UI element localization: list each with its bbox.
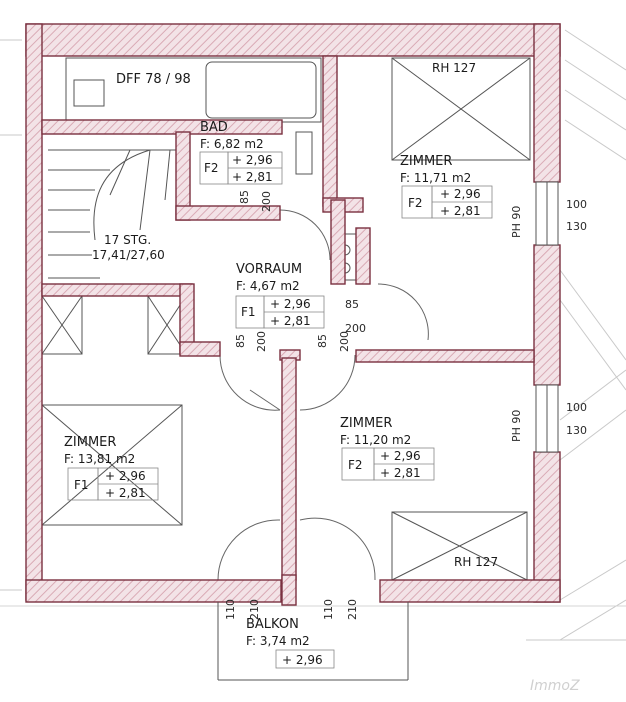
room-vorraum: VORRAUM F: 4,67 m2 F1 + 2,96 + 2,81 xyxy=(235,262,325,329)
bad-name: BAD xyxy=(200,120,228,135)
dim-balkon-b2: 210 xyxy=(346,599,359,620)
door-swings xyxy=(217,209,429,581)
vorraum-area: F: 4,67 m2 xyxy=(236,279,300,293)
dim-window-se-h: 130 xyxy=(566,424,587,437)
balkon-height-1: + 2,96 xyxy=(282,653,323,667)
room-zimmer-se: ZIMMER F: 11,20 m2 F2 + 2,96 + 2,81 RH 1… xyxy=(340,416,498,569)
walls xyxy=(25,23,561,606)
zimmer-ne-name: ZIMMER xyxy=(400,154,452,169)
staircase-label: 17 STG. 17,41/27,60 xyxy=(92,233,165,262)
wall-right-mid xyxy=(533,244,561,386)
wall-utility xyxy=(355,227,371,285)
stairs-line2: 17,41/27,60 xyxy=(92,248,165,262)
wall-mid-left xyxy=(41,283,193,297)
dim-vor-mid-h: 200 xyxy=(338,331,351,352)
dim-bad-door-h: 200 xyxy=(260,191,273,212)
zimmer-sw-window-type: F1 xyxy=(74,478,89,492)
vorraum-height-2: + 2,81 xyxy=(270,314,311,328)
zimmer-sw-area: F: 13,81 m2 xyxy=(64,452,135,466)
zimmer-ne-area: F: 11,71 m2 xyxy=(400,171,471,185)
dim-window-se-ph: PH 90 xyxy=(510,410,523,442)
wall-bottom-right xyxy=(379,579,561,603)
bad-height-1: + 2,96 xyxy=(232,153,273,167)
watermark: ImmoZ xyxy=(530,678,580,694)
room-zimmer-ne: RH 127 ZIMMER F: 11,71 m2 F2 + 2,96 + 2,… xyxy=(400,61,493,219)
wall-bath-right xyxy=(322,55,338,207)
vorraum-name: VORRAUM xyxy=(236,262,302,277)
zimmer-sw-height-1: + 2,96 xyxy=(105,469,146,483)
zimmer-sw-name: ZIMMER xyxy=(64,435,116,450)
zimmer-se-area: F: 11,20 m2 xyxy=(340,433,411,447)
stairs-line1: 17 STG. xyxy=(104,233,151,247)
windows xyxy=(535,181,559,453)
zimmer-sw-height-2: + 2,81 xyxy=(105,486,146,500)
toilet xyxy=(295,131,313,175)
bad-area: F: 6,82 m2 xyxy=(200,137,264,151)
zimmer-ne-rh: RH 127 xyxy=(432,61,476,75)
bad-window-type: F2 xyxy=(204,161,219,175)
dim-balkon-a2: 210 xyxy=(248,599,261,620)
balkon-area: F: 3,74 m2 xyxy=(246,634,310,648)
zimmer-ne-height-2: + 2,81 xyxy=(440,204,481,218)
dim-vor-mid-w: 85 xyxy=(316,334,329,348)
dim-bad-door-w: 85 xyxy=(238,190,251,204)
wall-mid-left-3 xyxy=(179,341,221,357)
zimmer-se-rh: RH 127 xyxy=(454,555,498,569)
zimmer-ne-height-1: + 2,96 xyxy=(440,187,481,201)
dim-balkon-a1: 110 xyxy=(224,599,237,620)
wall-bottom-left xyxy=(25,579,282,603)
dff-label: DFF 78 / 98 xyxy=(116,72,191,87)
wall-right-upper xyxy=(533,23,561,183)
wall-center-bottom xyxy=(281,574,297,606)
room-balkon: BALKON F: 3,74 m2 + 2,96 xyxy=(246,617,335,669)
exterior-lines xyxy=(0,29,626,641)
zimmer-se-height-2: + 2,81 xyxy=(380,466,421,480)
dim-vor-right-w: 85 xyxy=(345,298,359,311)
balcony-outline xyxy=(217,602,409,681)
wall-bath-bottom xyxy=(41,119,283,135)
sink xyxy=(73,79,105,107)
dim-window-ne-h: 130 xyxy=(566,220,587,233)
dim-window-ne-ph: PH 90 xyxy=(510,206,523,238)
zimmer-se-window-type: F2 xyxy=(348,458,363,472)
vorraum-window-type: F1 xyxy=(241,305,256,319)
dimension-labels: 85 200 85 200 85 200 85 200 PH 90 100 13… xyxy=(224,190,587,620)
staircase xyxy=(48,149,180,279)
room-zimmer-sw: ZIMMER F: 13,81 m2 F1 + 2,96 + 2,81 xyxy=(64,435,159,501)
zimmer-se-height-1: + 2,96 xyxy=(380,449,421,463)
dim-window-se-w: 100 xyxy=(566,401,587,414)
wall-left xyxy=(25,23,43,601)
vorraum-height-1: + 2,96 xyxy=(270,297,311,311)
wall-center xyxy=(281,357,297,581)
wall-bath-stair-2 xyxy=(175,205,281,221)
dim-balkon-b1: 110 xyxy=(322,599,335,620)
wall-right-lower xyxy=(533,451,561,603)
furniture xyxy=(41,57,531,581)
wall-top xyxy=(25,23,561,57)
bad-height-2: + 2,81 xyxy=(232,170,273,184)
zimmer-se-name: ZIMMER xyxy=(340,416,392,431)
dim-vor-left-w: 85 xyxy=(234,334,247,348)
bed-ne xyxy=(391,57,531,161)
wall-north-sep xyxy=(330,199,346,285)
wall-mid-right xyxy=(355,349,535,363)
room-bad: BAD F: 6,82 m2 F2 + 2,96 + 2,81 xyxy=(199,120,283,185)
dim-vor-left-h: 200 xyxy=(255,331,268,352)
bathtub-inner xyxy=(205,61,317,119)
dim-window-ne-w: 100 xyxy=(566,198,587,211)
zimmer-ne-window-type: F2 xyxy=(408,196,423,210)
dim-vor-right-h: 200 xyxy=(345,322,366,335)
balkon-name: BALKON xyxy=(246,617,299,632)
